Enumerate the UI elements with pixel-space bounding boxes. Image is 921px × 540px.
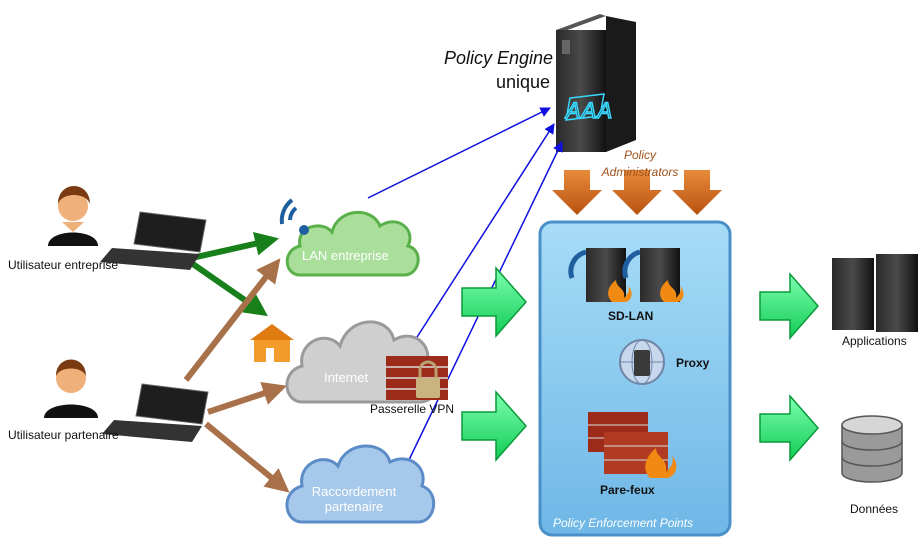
lan-cloud-label: LAN entreprise	[302, 248, 389, 263]
partner-user-icon	[44, 359, 98, 418]
proxy-globe-icon	[619, 339, 665, 385]
policy-engine-title: Policy Engine	[444, 48, 554, 68]
enterprise-laptop-icon	[100, 211, 207, 270]
admin-arrow-2	[612, 170, 662, 215]
admin-line-2: Administrators	[601, 165, 679, 179]
pep-title: Policy Enforcement Points	[553, 516, 694, 530]
policy-administrators-label: Policy Administrators	[590, 147, 690, 181]
partner-cloud-line-2: partenaire	[324, 499, 384, 514]
firewall-icon	[588, 412, 677, 478]
lan-cloud-icon	[285, 210, 420, 277]
applications-label: Applications	[842, 334, 907, 348]
neon-arrow-lower	[461, 390, 528, 462]
house-icon	[250, 324, 294, 362]
internet-cloud-label: Internet	[324, 370, 369, 385]
admin-line-1: Policy	[623, 148, 656, 162]
applications-server-icon	[832, 254, 918, 332]
link-internet-to-engine	[409, 123, 555, 349]
vpn-gateway-icon	[386, 356, 448, 400]
partner-cloud-line-1: Raccordement	[311, 484, 397, 499]
admin-arrow-1	[552, 170, 602, 215]
sdlan-router-icon-2	[622, 248, 684, 302]
aaa-label: AAA	[565, 97, 614, 124]
link-lan-to-engine	[367, 107, 551, 199]
neon-arrow-data	[759, 394, 819, 462]
partner-to-internet-arrow	[207, 381, 287, 415]
proxy-label: Proxy	[676, 356, 710, 370]
database-icon	[841, 415, 903, 483]
partner-user-label: Utilisateur partenaire	[8, 428, 119, 442]
aaa-server-icon	[556, 14, 636, 152]
enterprise-to-lan-arrow	[191, 231, 280, 261]
sdlan-router-icon-1	[568, 248, 632, 302]
partner-cloud-label: Raccordement partenaire	[306, 484, 402, 514]
vpn-gateway-label: Passerelle VPN	[370, 402, 455, 416]
firewall-label: Pare-feux	[600, 483, 655, 497]
data-label: Données	[850, 502, 899, 516]
enterprise-to-internet-arrow	[188, 259, 268, 317]
neon-arrow-upper	[461, 266, 528, 338]
enterprise-user-icon	[48, 186, 98, 246]
partner-to-partner-cloud-arrow	[204, 421, 290, 493]
partner-to-lan-arrow	[183, 258, 281, 382]
policy-engine-subtitle: unique	[496, 72, 551, 92]
neon-arrow-applications	[759, 272, 819, 340]
partner-cloud-icon	[285, 444, 436, 524]
wifi-icon	[279, 198, 309, 235]
admin-arrow-3	[672, 170, 722, 215]
enterprise-user-label: Utilisateur entreprise	[8, 258, 119, 272]
sdlan-label: SD-LAN	[608, 309, 654, 323]
partner-laptop-icon	[102, 383, 209, 442]
